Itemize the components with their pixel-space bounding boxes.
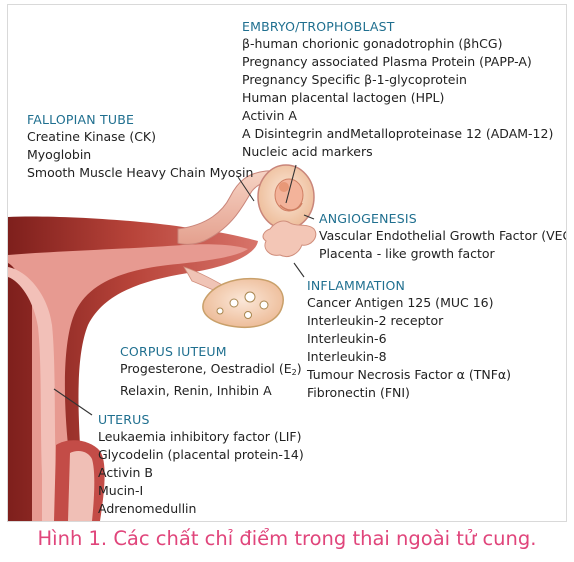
subscript: 2: [292, 368, 297, 377]
list-item: Cancer Antigen 125 (MUC 16): [307, 294, 511, 312]
list-item: Mucin-I: [98, 482, 304, 500]
list-item: Activin B: [98, 464, 304, 482]
list-item: Interleukin-2 receptor: [307, 312, 511, 330]
list-item: Adrenomedullin: [98, 500, 304, 518]
list-item: Leukaemia inhibitory factor (LIF): [98, 428, 304, 446]
embryo-trophoblast-list: β-human chorionic gonadotrophin (βhCG) P…: [242, 35, 553, 161]
list-item: Activin A: [242, 107, 553, 125]
uterus-heading: UTERUS: [98, 411, 304, 428]
list-item: Pregnancy associated Plasma Protein (PAP…: [242, 53, 553, 71]
embryo: [275, 179, 303, 211]
list-item: Creatine Kinase (CK): [27, 128, 253, 146]
inflammation-group: INFLAMMATION Cancer Antigen 125 (MUC 16)…: [307, 277, 511, 402]
list-item: Relaxin, Renin, Inhibin A: [120, 382, 302, 400]
list-item: Nucleic acid markers: [242, 143, 553, 161]
list-item: A Disintegrin andMetalloproteinase 12 (A…: [242, 125, 553, 143]
cervix-inner: [68, 451, 94, 521]
angiogenesis-list: Vascular Endothelial Growth Factor (VEGF…: [319, 227, 567, 263]
fallopian-tube-heading: FALLOPIAN TUBE: [27, 111, 253, 128]
angiogenesis-heading: ANGIOGENESIS: [319, 210, 567, 227]
list-item: Myoglobin: [27, 146, 253, 164]
fallopian-tube-group: FALLOPIAN TUBE Creatine Kinase (CK) Myog…: [27, 111, 253, 182]
list-item: Placenta - like growth factor: [319, 245, 567, 263]
figure-caption: Hình 1. Các chất chỉ điểm trong thai ngo…: [0, 522, 574, 556]
angiogenesis-group: ANGIOGENESIS Vascular Endothelial Growth…: [319, 210, 567, 263]
embryo-trophoblast-heading: EMBRYO/TROPHOBLAST: [242, 18, 553, 35]
list-item: Pregnancy Specific β-1-glycoprotein: [242, 71, 553, 89]
corpus-luteum-group: CORPUS IUTEUM Progesterone, Oestradiol (…: [120, 343, 302, 400]
corpus-luteum-heading: CORPUS IUTEUM: [120, 343, 302, 360]
fimbriae: [263, 221, 316, 257]
corpus-luteum-list: Progesterone, Oestradiol (E2) Relaxin, R…: [120, 360, 302, 400]
figure-frame: EMBRYO/TROPHOBLAST β-human chorionic gon…: [7, 4, 567, 522]
list-item: Interleukin-8: [307, 348, 511, 366]
list-item: Progesterone, Oestradiol (E2): [120, 360, 302, 382]
follicle: [245, 292, 255, 302]
inflammation-heading: INFLAMMATION: [307, 277, 511, 294]
list-item: Glycodelin (placental protein-14): [98, 446, 304, 464]
follicle: [230, 299, 238, 307]
list-item: Tumour Necrosis Factor α (TNFα): [307, 366, 511, 384]
leader-line-inflammation: [294, 263, 304, 277]
list-item: Fibronectin (FNI): [307, 384, 511, 402]
list-item: β-human chorionic gonadotrophin (βhCG): [242, 35, 553, 53]
list-item: Interleukin-6: [307, 330, 511, 348]
uterus-list: Leukaemia inhibitory factor (LIF) Glycod…: [98, 428, 304, 518]
uterus-group: UTERUS Leukaemia inhibitory factor (LIF)…: [98, 411, 304, 518]
follicle: [245, 312, 252, 319]
inflammation-list: Cancer Antigen 125 (MUC 16) Interleukin-…: [307, 294, 511, 402]
list-item: Vascular Endothelial Growth Factor (VEGF…: [319, 227, 567, 245]
list-item: Smooth Muscle Heavy Chain Myosin: [27, 164, 253, 182]
fallopian-tube-list: Creatine Kinase (CK) Myoglobin Smooth Mu…: [27, 128, 253, 182]
follicle: [217, 308, 223, 314]
list-item: Human placental lactogen (HPL): [242, 89, 553, 107]
follicle: [260, 301, 268, 309]
embryo-trophoblast-group: EMBRYO/TROPHOBLAST β-human chorionic gon…: [242, 18, 553, 161]
